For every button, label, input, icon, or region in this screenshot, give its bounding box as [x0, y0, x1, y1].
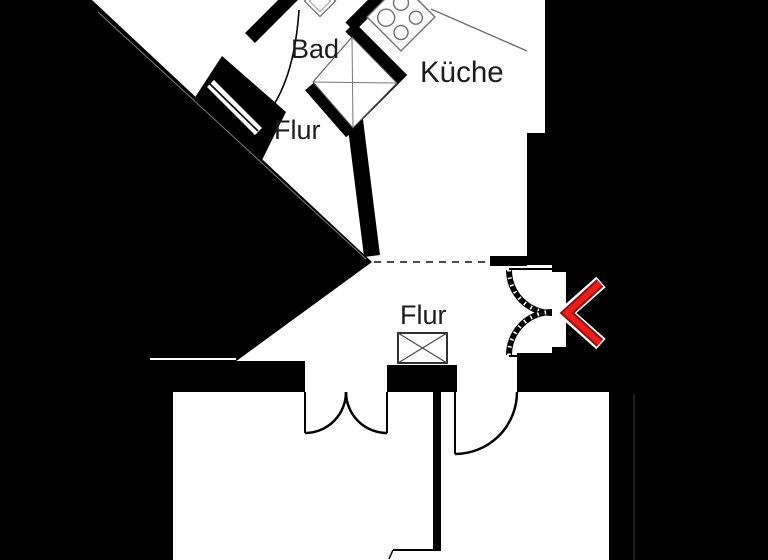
entry-door-lintel [490, 256, 527, 266]
wall-edge-line-diagonal [97, 11, 367, 260]
room-door-swing [454, 391, 519, 456]
flur-door-leaf [207, 80, 262, 135]
washbasin-icon [303, 0, 337, 18]
shaft-cross-box-icon [397, 332, 448, 364]
wall-bad-kueche-top [345, 0, 387, 32]
entry-hinge-bottom [552, 347, 568, 353]
entry-direction-arrow-icon [555, 276, 606, 350]
room-label-flur-top: Flur [274, 115, 321, 145]
kitchen-counter-edge [430, 8, 528, 52]
bad-door-swing [263, 9, 300, 119]
stove-icon [366, 0, 436, 52]
wall-bad-northwest [245, 0, 298, 43]
shower-tray-icon [312, 36, 398, 129]
masked-area-top-left [0, 0, 372, 560]
room-label-kueche: Küche [420, 56, 504, 89]
double-swing-door [304, 391, 388, 435]
wall-bottom-middle [387, 365, 457, 392]
wall-bottom-right [517, 353, 634, 392]
masked-area-bottom-right [609, 392, 768, 560]
bottom-cutoff-lines [388, 549, 441, 560]
room-label-bad: Bad [291, 34, 339, 64]
wall-flur-column [347, 119, 380, 257]
wall-between-rooms [433, 392, 441, 550]
masked-area-right [527, 0, 768, 392]
entry-hinge-top [552, 265, 568, 272]
wall-bottom-left [147, 361, 305, 392]
kueche-interior-strip [527, 0, 545, 133]
entry-door-swing-arcs [506, 268, 553, 357]
wall-hatch-line-diagonal [239, 265, 369, 361]
room-label-flur-middle: Flur [400, 300, 447, 330]
wall-shower-southwest [305, 81, 356, 138]
